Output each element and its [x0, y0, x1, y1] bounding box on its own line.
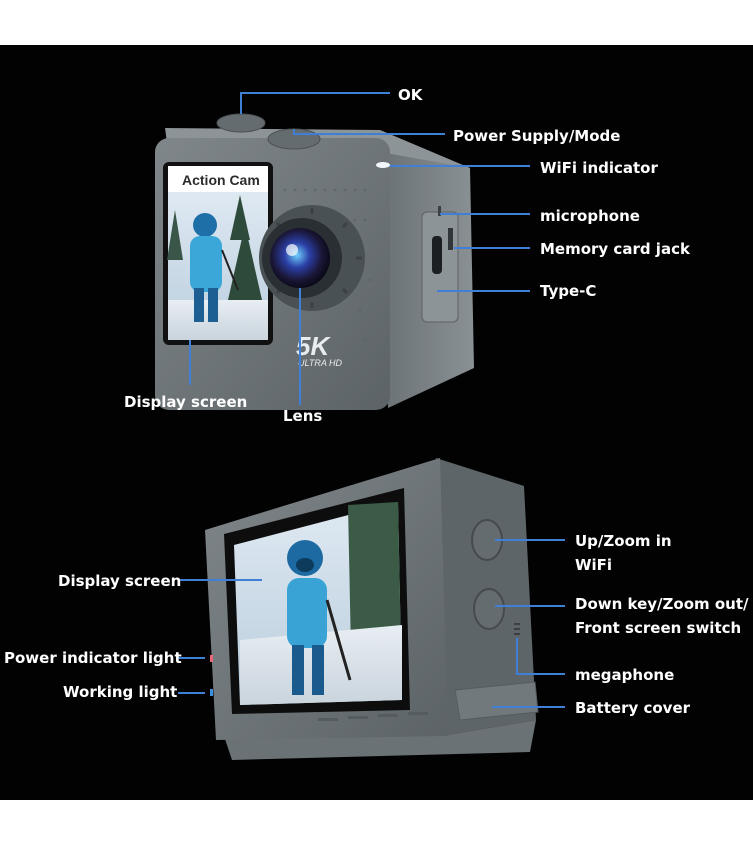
callout-up-zoom-in: Up/Zoom in: [575, 532, 672, 550]
callout-down-key-zoom-out: Down key/Zoom out/: [575, 595, 749, 613]
callout-back-display-screen: Display screen: [58, 572, 182, 590]
type-c-port[interactable]: [432, 236, 442, 274]
callout-wifi: WiFi: [575, 556, 613, 574]
action-cam-badge: Action Cam: [182, 172, 260, 188]
microphone-holes: [438, 206, 441, 216]
callout-lens: Lens: [283, 407, 323, 425]
back-camera: [205, 458, 539, 760]
callout-battery-cover: Battery cover: [575, 699, 691, 717]
down-zoom-out-button[interactable]: [473, 588, 505, 630]
callout-lines: [178, 92, 565, 708]
power-indicator-light: [210, 655, 213, 662]
callout-ok: OK: [398, 86, 423, 104]
callout-wifi-indicator: WiFi indicator: [540, 159, 658, 177]
megaphone-holes: [514, 623, 520, 635]
callout-working-light: Working light: [63, 683, 178, 701]
callout-microphone: microphone: [540, 207, 640, 225]
callout-front-display-screen: Display screen: [124, 393, 248, 411]
callout-power-supply-mode: Power Supply/Mode: [453, 127, 621, 145]
working-light: [210, 689, 213, 696]
resolution-badge-5k: 5K: [296, 331, 331, 361]
front-camera: Action Cam 5K ULTRA HD: [155, 113, 474, 410]
wifi-indicator-light: [376, 162, 390, 168]
callout-power-indicator-light: Power indicator light: [4, 649, 182, 667]
callout-memory-card-jack: Memory card jack: [540, 240, 690, 258]
resolution-badge-ultra-hd: ULTRA HD: [298, 358, 343, 368]
ok-button[interactable]: [216, 113, 266, 133]
callout-type-c: Type-C: [540, 282, 597, 300]
callout-megaphone: megaphone: [575, 666, 675, 684]
memory-card-slot[interactable]: [448, 228, 453, 250]
callout-front-screen-switch: Front screen switch: [575, 619, 742, 637]
battery-cover: [454, 681, 539, 721]
lens: [270, 228, 330, 288]
